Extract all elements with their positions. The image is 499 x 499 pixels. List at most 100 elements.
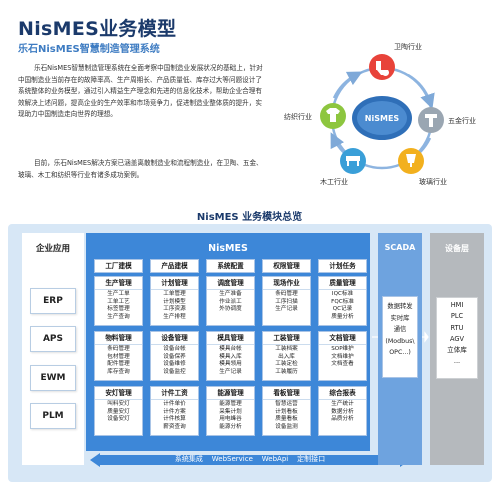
module-item: 计划模型	[163, 298, 186, 305]
module-item: 设备监控	[163, 368, 186, 375]
page-subtitle: 乐石NisMES智慧制造管理系统	[18, 44, 160, 55]
device-line: HMI	[450, 301, 464, 309]
svg-text:木工行业: 木工行业	[320, 177, 348, 186]
module-item: 计划看板	[275, 408, 298, 415]
scada-line: 数据转发	[387, 303, 413, 310]
module-item: 叫料安灯	[107, 401, 130, 407]
module-item: 出入库	[278, 353, 295, 360]
module-item: 模具台帐	[219, 346, 242, 352]
module-title: 计划任务	[329, 262, 356, 270]
module-item: 质量看板	[275, 416, 298, 423]
module-item: 文档维护	[331, 353, 354, 360]
ewm-box: EWM	[30, 365, 76, 391]
module-item: 生产统计	[331, 401, 354, 407]
module-item: 作业派工	[219, 298, 242, 305]
module-title: 权限管理	[273, 262, 300, 270]
scada-line: 通信	[393, 326, 407, 333]
device-title: 设备层	[445, 244, 469, 253]
device-line: RTU	[450, 323, 464, 332]
device-line: ...	[453, 357, 461, 366]
svg-text:五金行业: 五金行业	[448, 116, 476, 125]
nismes-module: 安灯管理叫料安灯质量安灯设备安灯	[94, 386, 143, 436]
industry-toilet: 卫陶行业	[369, 42, 422, 80]
device-line: 立体库	[447, 346, 467, 355]
module-item: 薪资查询	[163, 423, 186, 430]
nismes-module: 工装管理工装档案出入库工装定检工装履历	[262, 331, 311, 381]
device-box: HMI PLC RTU AGV 立体库 ...	[436, 297, 478, 379]
scada-title: SCADA	[384, 243, 416, 252]
module-item: 工单管理	[163, 291, 186, 297]
module-item: 计件核算	[163, 416, 186, 423]
module-item: 工单工艺	[107, 298, 130, 305]
svg-text:纺织行业: 纺织行业	[284, 112, 312, 121]
module-item: 条码管理	[107, 346, 130, 352]
nismes-module: 生产管理生产工单工单工艺标签管理生产查询	[94, 276, 143, 326]
nismes-module: 物料管理条码管理包材管理配件管理库存查询	[94, 331, 143, 381]
module-title: 产品建模	[161, 262, 188, 270]
module-item: 生产工单	[107, 291, 130, 297]
module-item: 工装档案	[275, 346, 298, 352]
overview-title: NisMES 业务模块总览	[196, 212, 303, 223]
nismes-config-module: 计划任务	[318, 259, 367, 273]
hammer-icon	[425, 114, 437, 118]
industry-glass: 玻璃行业	[398, 148, 447, 186]
module-item: 设备保养	[163, 353, 186, 360]
nismes-module: 设备管理设备台帐设备保养设备维修设备监控	[150, 331, 199, 381]
module-item: 智慧运营	[275, 401, 298, 407]
module-item: 条码管理	[275, 291, 298, 297]
module-item: 标签管理	[107, 306, 130, 313]
module-item: 包材管理	[107, 353, 130, 360]
module-title: 工装管理	[263, 332, 310, 345]
module-item: 计件方案	[163, 408, 186, 415]
nismes-module: 计件工资计件单价计件方案计件核算薪资查询	[150, 386, 199, 436]
module-title: 调度管理	[207, 277, 254, 290]
module-item: 采集计划	[219, 408, 242, 415]
device-line: AGV	[449, 334, 464, 343]
module-item: 外协调度	[219, 306, 242, 313]
module-item: 能源分析	[219, 423, 242, 430]
erp-box: ERP	[30, 288, 76, 314]
nismes-config-module: 权限管理	[262, 259, 311, 273]
nismes-module: 计划管理工单管理计划模型工序资源生产排程	[150, 276, 199, 326]
enterprise-title: 企业应用	[35, 244, 70, 254]
module-item: 生产记录	[219, 368, 242, 375]
nismes-config-module: 系统配置	[206, 259, 255, 273]
module-item: 工序扫描	[275, 298, 298, 305]
industry-wood: 木工行业	[320, 148, 366, 186]
module-item: 设备监测	[275, 423, 298, 430]
tshirt-icon	[326, 108, 340, 122]
module-title: 物料管理	[95, 332, 142, 345]
module-title: 生产管理	[95, 277, 142, 290]
module-item: 生产记录	[275, 306, 298, 313]
module-title: 看板管理	[263, 387, 310, 400]
page-title: NisMES业务模型	[18, 18, 177, 40]
svg-text:卫陶行业: 卫陶行业	[394, 42, 422, 51]
module-item: 工序资源	[163, 306, 186, 313]
module-title: 安灯管理	[95, 387, 142, 400]
furniture-icon	[346, 156, 360, 161]
nismes-module: 调度管理生产准备作业派工外协调度	[206, 276, 255, 326]
module-title: 现场作业	[263, 277, 310, 290]
nismes-module: 综合报表生产统计数据分析品质分析	[318, 386, 367, 436]
toilet-icon	[376, 61, 381, 70]
scada-line: OPC...)	[389, 349, 411, 356]
intro-paragraph: 乐石NisMES智慧制造管理系统在全面考察中国制造业发展状况的基础上，针对中国制…	[18, 64, 263, 118]
module-title: 系统配置	[217, 262, 244, 270]
module-item: 模具领用	[219, 361, 242, 368]
device-line: PLC	[450, 312, 464, 321]
module-title: 工厂建模	[105, 262, 132, 270]
module-item: 文档查看	[331, 361, 354, 368]
module-item: 用电峰谷	[219, 416, 242, 423]
aps-box: APS	[30, 326, 76, 352]
industry-ring: NiSMES 卫陶行业 五金行业 玻璃行业 木工行业 纺织行业	[284, 42, 476, 186]
nismes-config-module: 产品建模	[150, 259, 199, 273]
module-title: 计划管理	[151, 277, 198, 290]
integration-label: 系统集成 WebService WebApi 定制接口	[174, 455, 326, 463]
module-item: 设备安灯	[107, 416, 130, 423]
nismes-module: 现场作业条码管理工序扫描生产记录	[262, 276, 311, 326]
module-item: SOP维护	[331, 346, 354, 352]
cases-paragraph: 目前，乐石NisMES解决方案已涵盖离散制造业和流程制造业，在卫陶、五金、玻璃、…	[18, 159, 263, 179]
glass-icon	[406, 154, 416, 163]
